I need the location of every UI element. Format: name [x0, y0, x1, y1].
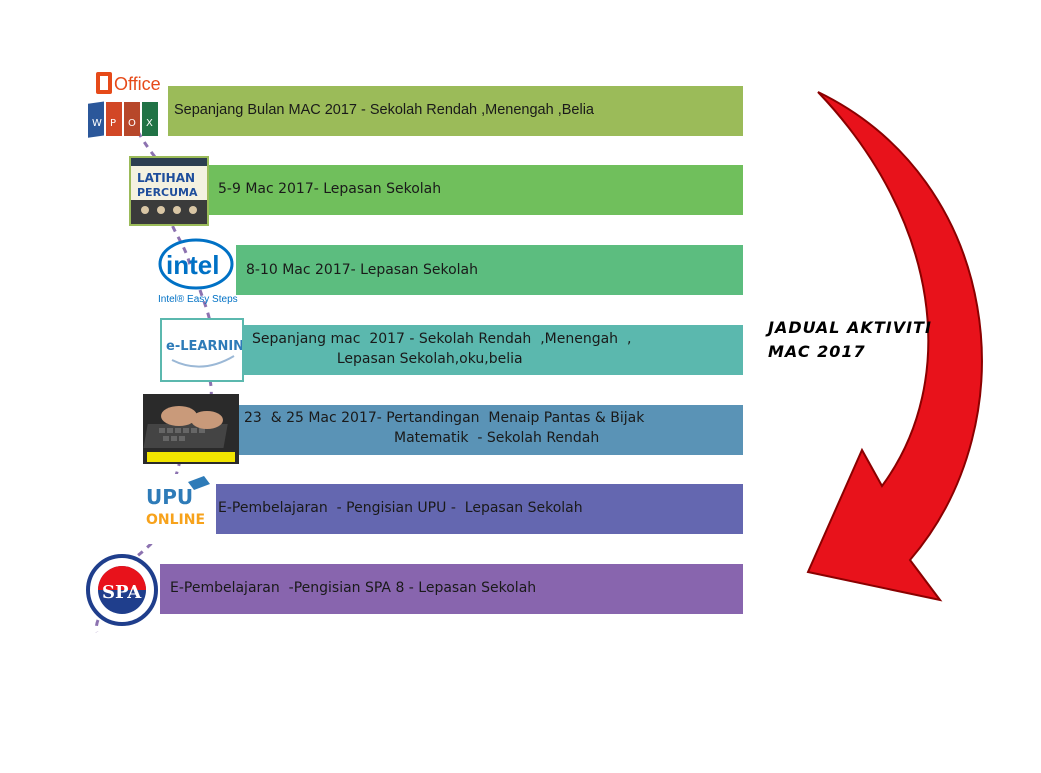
- svg-text:W: W: [92, 118, 102, 129]
- activity-bar-3: 8-10 Mac 2017- Lepasan Sekolah: [236, 245, 743, 295]
- activity-bar-6: E-Pembelajaran - Pengisian UPU - Lepasan…: [208, 484, 743, 534]
- activity-4-line-2: Lepasan Sekolah,oku,belia: [336, 351, 523, 367]
- activity-bar-5: 23 & 25 Mac 2017- Pertandingan Menaip Pa…: [236, 405, 743, 455]
- spa-logo: SPA: [84, 552, 160, 628]
- activity-1-text: Sepanjang Bulan MAC 2017 - Sekolah Renda…: [174, 102, 594, 118]
- activity-bar-1: Sepanjang Bulan MAC 2017 - Sekolah Renda…: [168, 86, 743, 136]
- diagram-title-line-2: MAC 2017: [768, 342, 866, 361]
- activity-7-text: E-Pembelajaran -Pengisian SPA 8 - Lepasa…: [170, 580, 537, 596]
- activity-bar-7: E-Pembelajaran -Pengisian SPA 8 - Lepasa…: [160, 564, 743, 614]
- office-logo-text: Office: [114, 74, 161, 94]
- activity-6-text: E-Pembelajaran - Pengisian UPU - Lepasan…: [218, 500, 583, 516]
- svg-text:P: P: [110, 118, 116, 129]
- intel-logo: intel Intel® Easy Steps: [156, 236, 238, 306]
- activity-5-text: 23 & 25 Mac 2017- Pertandingan Menaip Pa…: [244, 408, 644, 448]
- upu-online-logo: UPU ONLINE: [140, 474, 216, 544]
- svg-text:ONLINE: ONLINE: [146, 512, 205, 528]
- intel-logo-subtext: Intel® Easy Steps: [158, 294, 238, 305]
- intel-logo-text: intel: [166, 250, 219, 280]
- svg-text:UPU: UPU: [146, 485, 193, 509]
- latihan-percuma-poster: LATIHAN PERCUMA: [129, 156, 209, 226]
- diagram-title: JADUAL AKTIVITI MAC 2017: [768, 316, 988, 364]
- e-learning-logo-text: e-LEARNING: [166, 339, 242, 354]
- spa-logo-text: SPA: [102, 582, 142, 603]
- activity-3-text: 8-10 Mac 2017- Lepasan Sekolah: [246, 262, 479, 278]
- svg-text:PERCUMA: PERCUMA: [137, 186, 198, 199]
- diagram-title-line-1: JADUAL AKTIVITI: [768, 318, 932, 337]
- activity-4-line-1: Sepanjang mac 2017 - Sekolah Rendah ,Men…: [252, 331, 632, 347]
- office-logo: Office W P O X: [86, 68, 168, 146]
- svg-text:X: X: [146, 118, 153, 129]
- activity-2-text: 5-9 Mac 2017- Lepasan Sekolah: [218, 181, 442, 197]
- activity-5-line-2: Matematik - Sekolah Rendah: [394, 430, 600, 446]
- activity-bar-2: 5-9 Mac 2017- Lepasan Sekolah: [208, 165, 743, 215]
- activity-bar-4: Sepanjang mac 2017 - Sekolah Rendah ,Men…: [240, 325, 743, 375]
- svg-text:LATIHAN: LATIHAN: [137, 171, 195, 185]
- activity-4-text: Sepanjang mac 2017 - Sekolah Rendah ,Men…: [252, 329, 631, 369]
- keyboard-photo: [143, 394, 239, 464]
- svg-text:O: O: [128, 118, 136, 129]
- activity-5-line-1: 23 & 25 Mac 2017- Pertandingan Menaip Pa…: [244, 410, 645, 426]
- e-learning-logo: e-LEARNING: [160, 318, 244, 382]
